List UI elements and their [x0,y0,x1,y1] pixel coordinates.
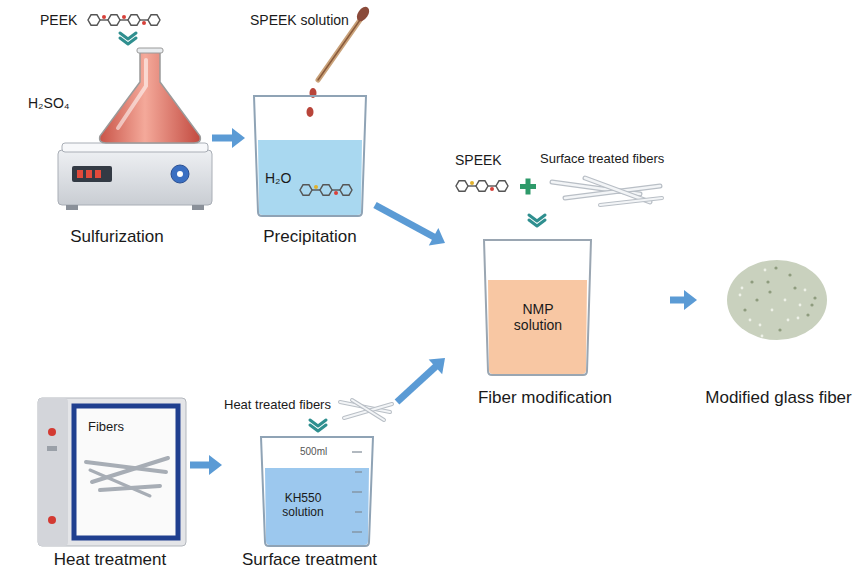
text-holder: H₂O [265,170,291,186]
chevron [120,33,136,44]
stage-caption: Modified glass fiber [705,388,851,407]
hot-plate [58,143,212,210]
process-stage: SPEEK Surface treated fibersNMP solutionF… [445,148,670,410]
arrow-head [232,128,245,148]
text-holder: Surface treated fibers [540,152,664,167]
beaker [484,240,591,375]
process-stage: FibersHeat treatment [30,385,190,575]
arrow-head [684,290,697,310]
stage-caption: Sulfurization [70,227,164,246]
arrow-shaft [670,297,685,304]
beaker [261,437,373,546]
stage-caption: Fiber modification [478,388,612,407]
process-stage: SPEEK solutionH₂O Precipitation [245,5,375,255]
chevron [529,215,545,226]
arrow-shaft [375,205,434,237]
text-holder: NMP solution [502,301,574,333]
flow-arrow [670,290,697,310]
item-label: Surface treated fibers [540,151,664,166]
process-stage: PEEK H₂SO₄ Sulfurization [22,5,212,255]
text-holder: Precipitation [245,227,375,247]
item-label: H₂SO₄ [28,95,70,111]
text-holder: Modified glass fiber [697,388,860,408]
plus-sign [520,179,536,195]
oven [38,398,186,546]
arrow-head [429,228,445,246]
text-holder: 500ml [300,446,327,458]
chevron [310,420,326,431]
text-holder: SPEEK solution [250,12,349,28]
process-stage: Heat treated fibers 500mlKH550 solutionSu… [222,392,397,575]
stage-caption: Precipitation [263,227,357,246]
item-label: NMP solution [514,301,562,333]
molecule [88,15,160,25]
item-label: PEEK [40,12,77,28]
process-stage: Modified glass fiber [697,240,860,410]
arrow-shaft [212,135,233,142]
fibers [552,178,662,205]
beaker [254,96,366,216]
item-label: KH550 solution [282,491,323,519]
flow-arrow [397,358,445,402]
molecule [456,181,508,191]
item-label: 500ml [300,446,327,457]
arrow-shaft [397,366,436,402]
fiber-disc [727,260,827,340]
item-label: SPEEK solution [250,12,349,28]
text-holder: H₂SO₄ [28,95,70,111]
stage-caption: Surface treatment [242,550,377,569]
item-label: SPEEK [455,152,502,168]
text-holder: Heat treated fibers [224,398,331,413]
fibers [340,400,392,420]
item-label: H₂O [265,170,291,186]
text-holder: Sulfurization [22,227,212,247]
text-holder: Fiber modification [445,388,645,408]
flow-arrow [375,205,445,246]
item-label: Heat treated fibers [224,397,331,412]
flask [100,48,201,143]
arrow-shaft [190,462,210,469]
item-label: Fibers [88,419,124,434]
text-holder: Fibers [88,420,124,435]
text-holder: KH550 solution [272,492,334,520]
stage-caption: Heat treatment [54,550,166,569]
arrow-head [429,358,445,374]
flow-arrow [190,455,222,475]
text-holder: Surface treatment [222,550,397,570]
text-holder: PEEK [40,12,77,28]
flow-arrow [212,128,245,148]
text-holder: SPEEK [455,152,502,168]
text-holder: Heat treatment [30,550,190,570]
arrow-head [209,455,222,475]
